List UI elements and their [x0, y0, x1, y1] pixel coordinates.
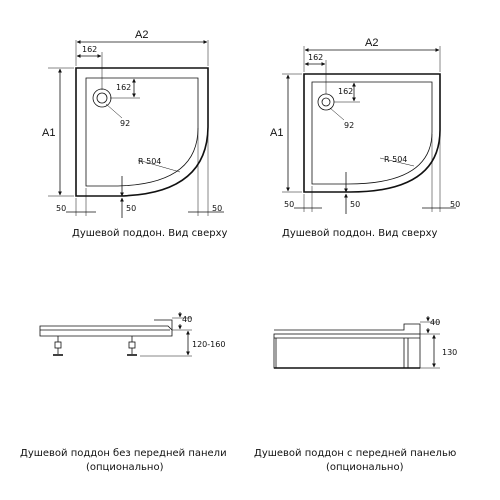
side-view-2: 40 130 Душевой поддон с передней панелью… — [254, 316, 457, 473]
caption-side-view-1: Душевой поддон без передней панели — [20, 448, 227, 459]
dim-r504: R 504 — [384, 155, 407, 164]
side-view-1: 40 120-160 Душевой поддон без передней п… — [20, 312, 227, 473]
dim-50-right: 50 — [450, 200, 460, 209]
caption-side-view-2-note: (опционально) — [326, 462, 404, 473]
dim-92: 92 — [344, 121, 354, 130]
tray-rim — [154, 319, 173, 330]
leg-right-icon — [127, 336, 137, 356]
drain-inner-icon — [321, 97, 331, 107]
label-a1: A1 — [42, 127, 55, 139]
drain-outer-icon — [317, 93, 335, 111]
dim-40: 40 — [430, 318, 440, 327]
dim-50-mid: 50 — [126, 204, 136, 213]
dim-50-left: 50 — [56, 204, 66, 213]
caption-side-view-2: Душевой поддон с передней панелью — [254, 448, 456, 459]
top-view-1: A2 162 162 92 R 504 A1 50 50 50 Душевой — [42, 29, 227, 239]
dim-162-v: 162 — [338, 87, 353, 96]
tray-outer-outline — [75, 67, 209, 197]
tray-rim — [274, 323, 421, 334]
dim-50-left: 50 — [284, 200, 294, 209]
leg-left-icon — [53, 336, 63, 356]
label-a2: A2 — [135, 29, 148, 41]
label-a2: A2 — [365, 37, 378, 49]
dim-162-h: 162 — [82, 45, 97, 54]
dim-162-v: 162 — [116, 83, 131, 92]
tray-outer-outline — [303, 73, 441, 193]
caption-side-view-1-note: (опционально) — [86, 462, 164, 473]
dim-height: 120-160 — [192, 340, 225, 349]
caption-top-view-1: Душевой поддон. Вид сверху — [72, 228, 227, 239]
dim-50-right: 50 — [212, 204, 222, 213]
dim-height: 130 — [442, 348, 457, 357]
drain-inner-icon — [96, 92, 108, 104]
tray-body-side — [39, 325, 173, 337]
dim-92: 92 — [120, 119, 130, 128]
dim-40: 40 — [182, 315, 192, 324]
front-panel — [273, 333, 421, 369]
dim-50-mid: 50 — [350, 200, 360, 209]
tray-inner-outline — [311, 81, 433, 185]
label-a1: A1 — [270, 127, 283, 139]
dim-r504: R 504 — [138, 157, 161, 166]
dim-162-h: 162 — [308, 53, 323, 62]
top-view-2: A2 162 162 92 R 504 A1 50 50 50 Душевой … — [270, 37, 460, 239]
tray-inner-outline — [85, 77, 199, 187]
caption-top-view-2: Душевой поддон. Вид сверху — [282, 228, 437, 239]
drain-outer-icon — [92, 88, 112, 108]
